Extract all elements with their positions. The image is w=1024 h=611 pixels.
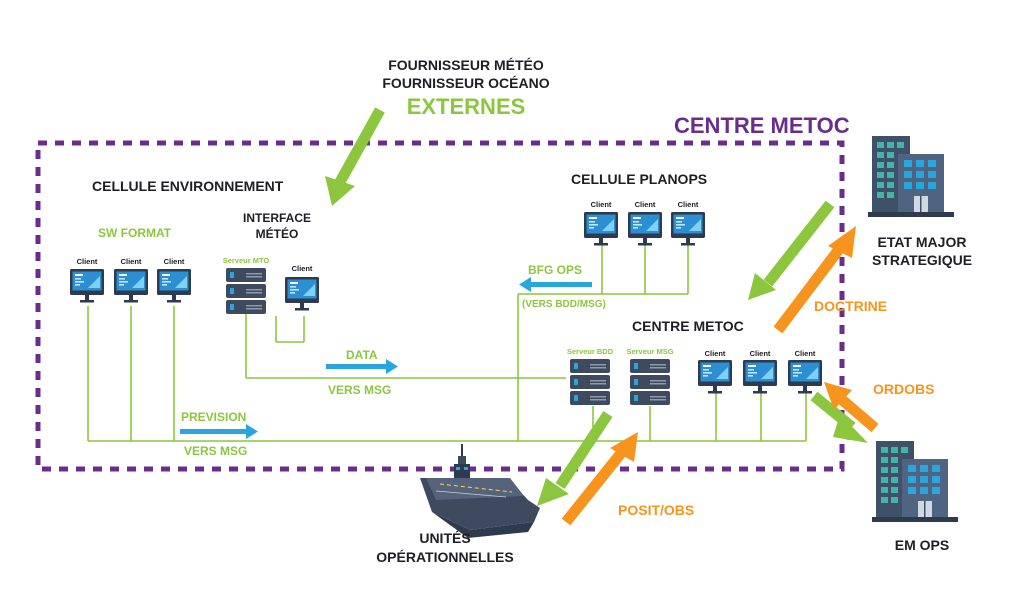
sw-client-2-icon [114, 269, 148, 303]
etat-major-building-icon [868, 136, 954, 217]
planops-client-2-label: Client [634, 200, 656, 209]
planops-client-2-icon [628, 212, 662, 246]
planops-client-3-icon [671, 212, 705, 246]
bfg-ops-label: BFG OPS [528, 263, 583, 277]
etat-major-line1: ETAT MAJOR [877, 234, 967, 250]
vers-bdd-msg-label: (VERS BDD/MSG) [522, 299, 606, 310]
centre-to-em-ops-arrow [810, 391, 868, 443]
centre-metoc-boundary [35, 140, 845, 472]
data-label: DATA [346, 348, 378, 362]
externes-title: EXTERNES [406, 94, 526, 119]
sw-client-3-icon [157, 269, 191, 303]
ship-icon [420, 444, 540, 538]
externes-arrow [325, 107, 385, 206]
cellule-planops-title: CELLULE PLANOPS [571, 171, 708, 187]
network-lines [87, 242, 807, 442]
metoc-client-1-icon [698, 360, 732, 394]
unites-line2: OPÉRATIONNELLES [376, 549, 514, 565]
planops-client-1-icon [584, 212, 618, 246]
posit-obs-arrow [561, 432, 638, 526]
metoc-client-3-label: Client [794, 349, 816, 358]
unites-line1: UNITÉS [419, 530, 471, 546]
cellule-environnement-title: CELLULE ENVIRONNEMENT [92, 178, 284, 194]
data-arrow [326, 359, 398, 374]
server-mto-icon [226, 268, 266, 314]
planops-client-1-label: Client [590, 200, 612, 209]
centre-metoc-inner-title: CENTRE METOC [632, 318, 744, 334]
centre-metoc-title: CENTRE METOC [674, 113, 850, 138]
metoc-client-2-label: Client [749, 349, 771, 358]
server-bdd-icon [570, 359, 610, 405]
doctrine-label: DOCTRINE [814, 298, 888, 314]
server-msg-icon [630, 359, 670, 405]
ordobs-arrow [824, 382, 879, 433]
external-provider-meteo: FOURNISSEUR MÉTÉO [388, 57, 544, 73]
server-msg-label: Serveur MSG [626, 347, 674, 356]
server-mto-label: Serveur MTO [222, 256, 270, 265]
bfg-ops-arrow [519, 277, 592, 292]
em-ops-label: EM OPS [894, 537, 950, 553]
metoc-client-3-icon [788, 360, 822, 394]
interface-client-icon [285, 277, 319, 311]
metoc-client-2-icon [743, 360, 777, 394]
doctrine-arrow [773, 226, 856, 334]
vers-msg-label-2: VERS MSG [184, 444, 248, 458]
prevision-arrow [180, 424, 258, 439]
sw-client-1-icon [70, 269, 104, 303]
server-bdd-label: Serveur BDD [566, 347, 614, 356]
vers-msg-label-1: VERS MSG [328, 383, 392, 397]
em-ops-building-icon [872, 441, 958, 522]
sw-client-3-label: Client [163, 257, 185, 266]
sw-client-2-label: Client [120, 257, 142, 266]
interface-meteo-line1: INTERFACE [242, 211, 311, 225]
sw-format-label: SW FORMAT [98, 226, 172, 240]
metoc-client-1-label: Client [704, 349, 726, 358]
server-to-unites-arrow [537, 410, 613, 506]
planops-client-3-label: Client [677, 200, 699, 209]
etat-major-line2: STRATEGIQUE [871, 252, 973, 268]
interface-meteo-line2: MÉTÉO [255, 227, 299, 241]
prevision-label: PREVISION [181, 410, 247, 424]
sw-client-1-label: Client [76, 257, 98, 266]
external-provider-ocean: FOURNISSEUR OCÉANO [382, 75, 550, 91]
etat-major-to-centre-arrow [748, 200, 835, 300]
ordobs-label: ORDOBS [873, 381, 935, 397]
posit-obs-label: POSIT/OBS [618, 502, 695, 518]
interface-client-label: Client [291, 264, 313, 273]
